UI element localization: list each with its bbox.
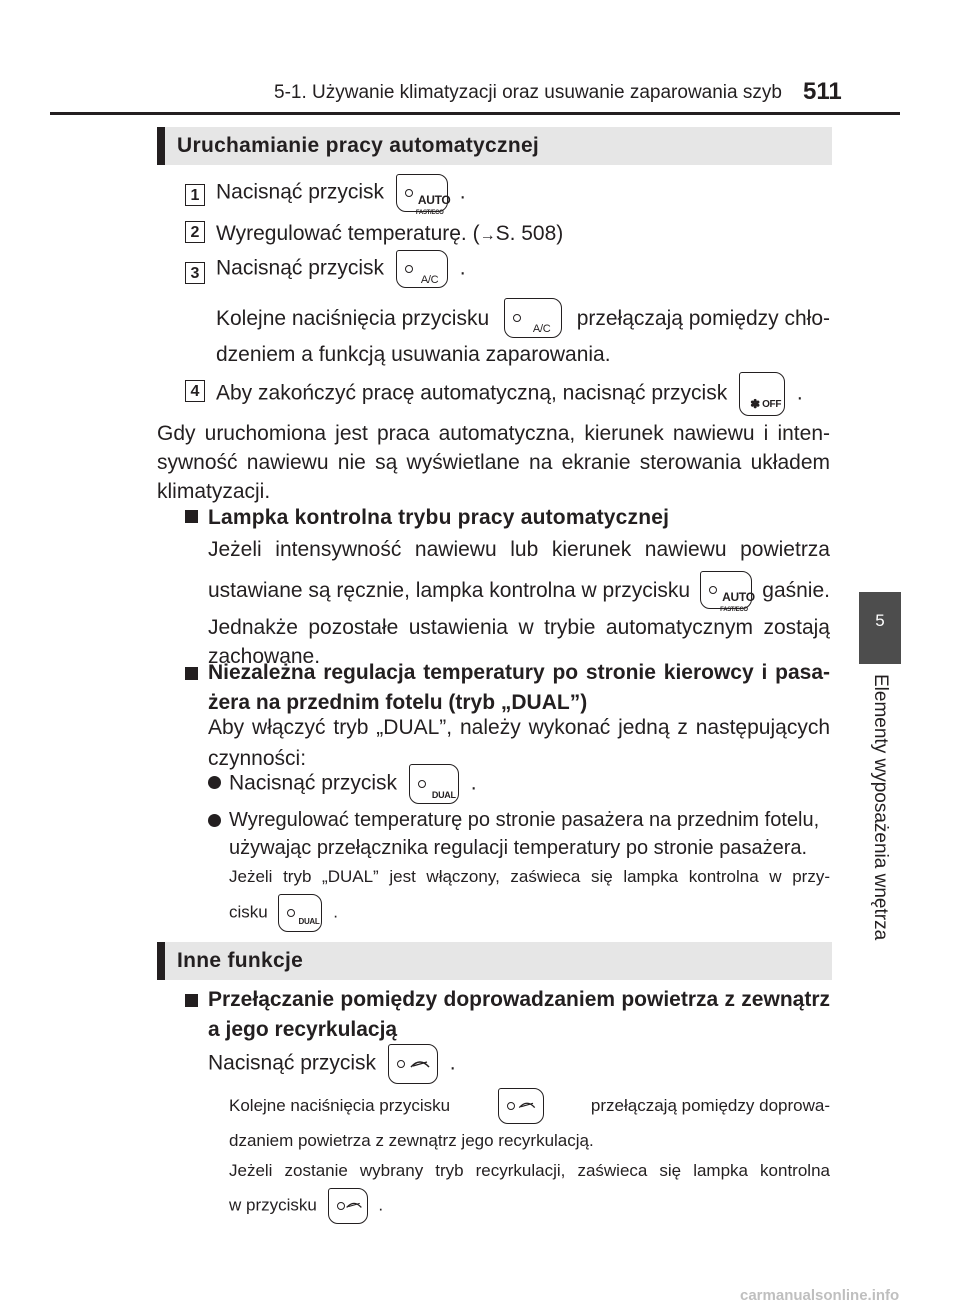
square-bullet-icon [185, 994, 198, 1007]
step-1: Nacisnąć przycisk AUTO FAST/ECO . [216, 174, 466, 216]
header-rule [50, 112, 900, 115]
recirculation-press: Nacisnąć przycisk . [208, 1044, 456, 1084]
dual-bullet-2: Wyregulować temperaturę po stronie pasaż… [208, 806, 830, 862]
ac-button-icon: A/C [503, 298, 562, 338]
dual-button-icon: DUAL [278, 894, 323, 932]
step-2: Wyregulować temperaturę. (→S. 508) [216, 222, 564, 245]
step-4: Aby zakończyć pracę automatyczną, nacisn… [216, 372, 803, 416]
round-bullet-icon [208, 814, 221, 827]
ac-note-line2: dzeniem a funkcją usuwania zaparowania. [216, 343, 611, 366]
auto-button-icon: AUTO FAST/ECO [395, 174, 451, 216]
dual-text: Aby włączyć tryb „DUAL”, należy wykonać … [208, 716, 830, 770]
step-number-4: 4 [185, 380, 205, 402]
square-bullet-icon [185, 667, 198, 680]
running-header: 5-1. Używanie klimatyzacji oraz usuwanie… [274, 82, 782, 103]
step-3: Nacisnąć przycisk A/C . [216, 250, 466, 288]
section-header-other: Inne funkcje [157, 942, 832, 980]
recirculation-button-icon [387, 1044, 438, 1084]
chapter-title-column: Elementy wyposażenia wnętrza [859, 664, 901, 964]
auto-button-icon: AUTO FAST/ECO [700, 571, 755, 613]
recirculation-note-1: Kolejne naciśnięcia przycisku przełączaj… [229, 1088, 830, 1224]
indicator-lamp-text: Jeżeli intensywność nawiewu lub kierunek… [208, 538, 830, 668]
step-number-2: 2 [185, 221, 205, 243]
chapter-title: Elementy wyposażenia wnętrza [870, 674, 891, 941]
subheading-recirculation: Przełączanie pomiędzy doprowadzaniem pow… [185, 985, 830, 1045]
recirculation-button-icon [327, 1188, 368, 1224]
page-number: 511 [803, 78, 842, 105]
ac-button-icon: A/C [395, 250, 448, 288]
ac-note: Kolejne naciśnięcia przycisku A/C przełą… [216, 298, 830, 338]
dual-button-icon: DUAL [408, 764, 459, 804]
round-bullet-icon [208, 775, 221, 789]
chapter-tab: 5 [859, 592, 901, 664]
step-number-1: 1 [185, 184, 205, 206]
fan-off-button-icon: ✽ OFF [739, 372, 786, 416]
reference-arrow: → [479, 227, 496, 244]
watermark: carmanualsonline.info [740, 1287, 900, 1304]
dual-note: Jeżeli tryb „DUAL” jest włączony, zaświe… [229, 862, 830, 932]
step-number-3: 3 [185, 262, 205, 284]
recirculation-button-icon [497, 1088, 544, 1124]
subheading-dual: Niezależna regulacja temperatury po stro… [185, 658, 830, 718]
chapter-number: 5 [875, 611, 885, 630]
subheading-indicator-lamp: Lampka kontrolna trybu pracy automatyczn… [185, 500, 669, 535]
square-bullet-icon [185, 510, 198, 523]
auto-mode-paragraph: Gdy uruchomiona jest praca automatyczna,… [157, 422, 830, 503]
section-header-auto: Uruchamianie pracy automatycznej [157, 127, 832, 165]
dual-bullet-1: Nacisnąć przycisk DUAL . [208, 764, 477, 804]
